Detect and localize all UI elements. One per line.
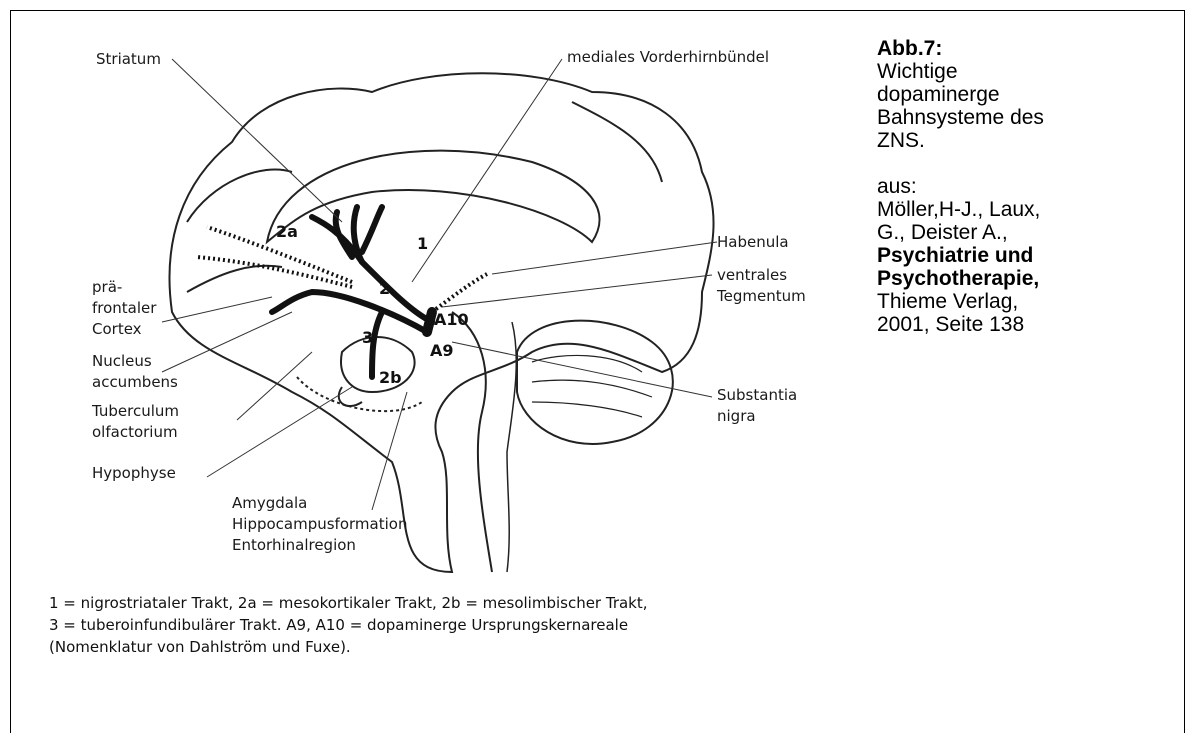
a10-nucleus [427, 312, 432, 332]
caption-book-2: Psychotherapie, [877, 267, 1177, 290]
mesocortical-tract-3 [432, 274, 487, 312]
label-prae: prä- [92, 278, 122, 297]
hypothalamus [341, 337, 415, 392]
caption-aus: aus: [877, 175, 1177, 198]
number-a10: A10 [434, 310, 469, 329]
caption-line-3: Bahnsysteme des [877, 106, 1177, 129]
brain-diagram [12, 12, 842, 672]
number-3: 3 [362, 328, 373, 347]
pointer-praefrontal [162, 297, 272, 322]
label-hippocampus: Hippocampusformation [232, 515, 407, 534]
pointer-substantia [452, 342, 712, 397]
pointer-tuberculum [237, 352, 312, 420]
legend-line-3: (Nomenklatur von Dahlström und Fuxe). [49, 636, 648, 658]
label-amygdala: Amygdala [232, 494, 307, 513]
label-mfb: mediales Vorderhirnbündel [567, 48, 769, 67]
pointer-nucleus [162, 312, 292, 372]
brainstem-2 [507, 322, 516, 572]
striatal-branch [312, 207, 382, 262]
number-2a: 2a [276, 222, 298, 241]
parietal-gyrus [572, 102, 662, 182]
number-2b: 2b [379, 368, 402, 387]
label-tuberculum: Tuberculum [92, 402, 179, 421]
caption-title: Abb.7: [877, 37, 1177, 60]
cerebellum-folia [532, 355, 652, 417]
pointer-tegmentum [442, 275, 712, 307]
pointer-mfb [412, 59, 562, 282]
label-nucleus: Nucleus [92, 352, 152, 371]
caption-line-4: ZNS. [877, 129, 1177, 152]
caption-book-1: Psychiatrie und [877, 244, 1177, 267]
number-2: 2 [379, 279, 390, 298]
label-olfactorium: olfactorium [92, 423, 178, 442]
label-ventrales: ventrales [717, 266, 787, 285]
caption-spacer [877, 152, 1177, 175]
label-frontaler: frontaler [92, 299, 156, 318]
number-1: 1 [417, 234, 428, 253]
frontal-gyrus-2 [187, 266, 282, 292]
label-habenula: Habenula [717, 233, 789, 252]
label-cortex: Cortex [92, 320, 142, 339]
caption-authors-1: Möller,H-J., Laux, [877, 198, 1177, 221]
dopamine-pathways-figure: Striatum mediales Vorderhirnbündel Haben… [12, 12, 842, 672]
pointer-habenula [492, 242, 717, 274]
caption-publisher: Thieme Verlag, [877, 290, 1177, 313]
corpus-callosum [267, 151, 600, 242]
pointer-hypophyse [207, 387, 352, 477]
legend-line-2: 3 = tuberoinfundibulärer Trakt. A9, A10 … [49, 614, 648, 636]
figure-legend: 1 = nigrostriataler Trakt, 2a = mesokort… [49, 592, 648, 658]
label-hypophyse: Hypophyse [92, 464, 176, 483]
caption-line-2: dopaminerge [877, 83, 1177, 106]
caption-line-1: Wichtige [877, 60, 1177, 83]
mesolimbic-tract [272, 292, 427, 332]
figure-caption: Abb.7: Wichtige dopaminerge Bahnsysteme … [877, 37, 1177, 336]
label-entorhinal: Entorhinalregion [232, 536, 356, 555]
label-nigra: nigra [717, 407, 756, 426]
caption-year: 2001, Seite 138 [877, 313, 1177, 336]
label-accumbens: accumbens [92, 373, 178, 392]
brainstem [452, 312, 492, 572]
label-substantia: Substantia [717, 386, 797, 405]
label-striatum: Striatum [96, 50, 161, 69]
number-a9: A9 [430, 341, 454, 360]
frontal-gyrus [187, 169, 292, 222]
legend-line-1: 1 = nigrostriataler Trakt, 2a = mesokort… [49, 592, 648, 614]
pointer-striatum [172, 59, 342, 222]
caption-authors-2: G., Deister A., [877, 221, 1177, 244]
label-tegmentum: Tegmentum [717, 287, 806, 306]
